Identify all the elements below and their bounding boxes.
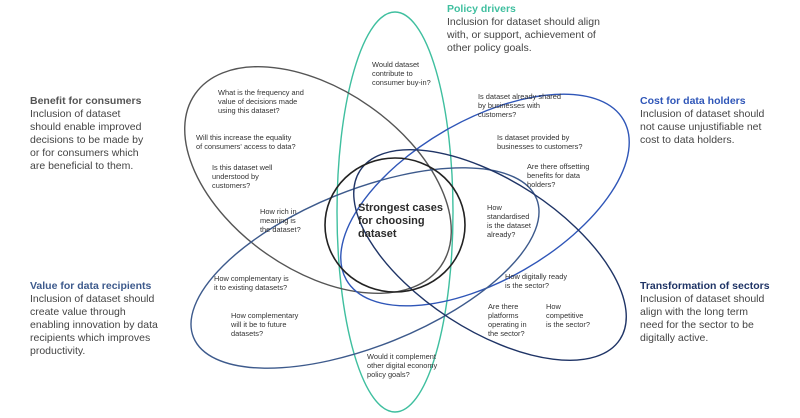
benefit-consumers-text: Inclusion of dataset should enable impro…	[30, 108, 144, 172]
transformation-sectors-text: Inclusion of dataset should align with t…	[640, 293, 765, 344]
benefit-consumers-ellipse	[184, 65, 452, 295]
value-recipients-title: Value for data recipients	[30, 280, 152, 292]
question-platforms: Are there platforms operating in the sec…	[488, 302, 527, 338]
cost-holders-ellipse	[340, 93, 630, 307]
value-recipients-label: Value for data recipients Inclusion of d…	[30, 280, 158, 358]
cost-holders-label: Cost for data holders Inclusion of datas…	[640, 95, 764, 147]
policy-drivers-ellipse	[336, 11, 454, 413]
benefit-consumers-label: Benefit for consumers Inclusion of datas…	[30, 95, 143, 173]
cost-holders-title: Cost for data holders	[640, 95, 746, 107]
question-consumer-buy-in: Would dataset contribute to consumer buy…	[372, 60, 431, 87]
cost-holders-text: Inclusion of dataset should not cause un…	[640, 108, 765, 146]
question-digitally-ready: How digitally ready is the sector?	[505, 272, 568, 290]
transformation-sectors-ellipse	[353, 149, 627, 361]
transformation-sectors-label: Transformation of sectors Inclusion of d…	[640, 280, 770, 345]
value-recipients-ellipse	[190, 167, 540, 369]
question-equality-access: Will this increase the equality of consu…	[196, 133, 296, 151]
question-digital-economy-goals: Would it complement other digital econom…	[367, 352, 438, 379]
question-complementary-existing: How complementary is it to existing data…	[214, 274, 289, 292]
question-complementary-future: How complementary will it be to future d…	[231, 311, 299, 338]
question-provided-by-businesses: Is dataset provided by businesses to cus…	[497, 133, 583, 151]
question-standardised: How standardised is the dataset already?	[487, 203, 531, 239]
question-rich-in-meaning: How rich in meaning is the dataset?	[260, 207, 301, 234]
question-frequency-value: What is the frequency and value of decis…	[218, 88, 304, 115]
strongest-cases-circle	[324, 157, 466, 293]
value-recipients-text: Inclusion of dataset should create value…	[30, 293, 158, 357]
transformation-sectors-title: Transformation of sectors	[640, 280, 770, 292]
question-already-shared: Is dataset already shared by businesses …	[478, 92, 561, 119]
policy-drivers-text: Inclusion for dataset should align with,…	[447, 16, 600, 54]
center-label: Strongest cases for choosing dataset	[358, 202, 443, 240]
question-competitive: How competitive is the sector?	[546, 302, 590, 329]
policy-drivers-label: Policy drivers Inclusion for dataset sho…	[447, 3, 600, 55]
question-offsetting-benefits: Are there offsetting benefits for data h…	[527, 162, 590, 189]
benefit-consumers-title: Benefit for consumers	[30, 95, 142, 107]
question-well-understood: Is this dataset well understood by custo…	[212, 163, 273, 190]
policy-drivers-title: Policy drivers	[447, 3, 516, 15]
